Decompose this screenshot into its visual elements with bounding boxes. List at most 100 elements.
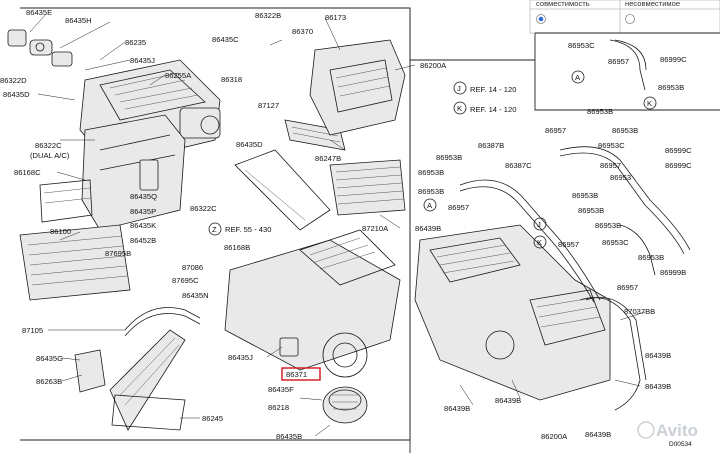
label-86953b-8: 86953B (612, 126, 638, 135)
part-labels: 86435E 86435H 86235 86435J 86255A 86322D… (0, 8, 692, 448)
label-86435k: 86435K (130, 221, 156, 230)
label-86435e: 86435E (26, 8, 52, 17)
heater-core (109, 329, 186, 431)
diagram-code: D00534 (669, 441, 692, 448)
label-86387c: 86387C (505, 161, 532, 170)
label-ref-14-120-a: REF. 14 - 120 (470, 85, 516, 94)
svg-text:A: A (575, 73, 581, 82)
leader-lines (29, 13, 646, 437)
label-86957-1: 86957 (545, 126, 566, 135)
label-87105: 87105 (22, 326, 43, 335)
svg-text:A: A (427, 201, 433, 210)
hvac-unit-right (414, 224, 611, 401)
label-86953c-1: 86953C (598, 141, 625, 150)
label-86435c: 86435C (212, 35, 239, 44)
label-86200a-bot: 86200A (541, 432, 568, 441)
watermark: Avito (637, 421, 698, 440)
label-86322d: 86322D (0, 76, 27, 85)
marker-j-1: J (533, 217, 547, 231)
label-86435f: 86435F (268, 385, 294, 394)
label-86435d-left: 86435D (3, 90, 30, 99)
label-86218: 86218 (268, 403, 289, 412)
label-87037bb: 87037BB (624, 307, 655, 316)
label-86957-2: 86957 (448, 203, 469, 212)
label-86322c: 86322C (35, 141, 62, 150)
label-86247b: 86247B (315, 154, 341, 163)
label-86953b-top2: 86953B (658, 83, 684, 92)
svg-text:K: K (647, 99, 652, 108)
label-86999b: 86999B (660, 268, 686, 277)
marker-a-1: A (423, 198, 437, 212)
highlight-86371[interactable]: 86371 (281, 367, 321, 381)
label-86435p: 86435P (130, 207, 156, 216)
bracket-86263b (74, 349, 106, 393)
label-86235: 86235 (125, 38, 146, 47)
compat-col-header: совместимость (536, 0, 590, 8)
blower-motor (322, 386, 368, 424)
label-86439b-c: 86439B (495, 396, 521, 405)
label-86435j-bot: 86435J (228, 353, 253, 362)
label-86370: 86370 (292, 27, 313, 36)
label-86263b: 86263B (36, 377, 62, 386)
label-86318: 86318 (221, 75, 242, 84)
label-86322c-2: 86322C (190, 204, 217, 213)
label-86387b: 86387B (478, 141, 504, 150)
left-assembly-frame (20, 7, 411, 453)
label-86168b: 86168B (224, 243, 250, 252)
label-87210a: 87210A (362, 224, 389, 233)
label-86435q: 86435Q (130, 192, 157, 201)
incompatible-radio[interactable] (625, 14, 635, 24)
incompat-col-header: несовместимое (625, 0, 680, 8)
evaporator-core (19, 224, 131, 301)
compatible-radio[interactable] (536, 14, 546, 24)
label-dual-ac: (DUAL A/C) (30, 151, 70, 160)
label-86439b-a: 86439B (415, 224, 441, 233)
coolant-pipes (459, 39, 691, 411)
svg-text:Z: Z (212, 225, 217, 234)
label-86435j-top: 86435J (130, 56, 155, 65)
label-86439b-b: 86439B (444, 404, 470, 413)
label-86452b: 86452B (130, 236, 156, 245)
right-pipe-frame (410, 32, 720, 111)
label-86957-top: 86957 (608, 57, 629, 66)
label-86953: 86953 (610, 173, 631, 182)
label-86435g: 86435G (36, 354, 63, 363)
label-86953b-5: 86953B (578, 206, 604, 215)
compatibility-panel: совместимость несовместимое (529, 0, 720, 34)
resistor-86371 (279, 337, 299, 357)
label-86953b-3: 86953B (418, 187, 444, 196)
blower-case (224, 229, 401, 378)
label-86435n: 86435N (182, 291, 209, 300)
label-86953c-2: 86953C (602, 238, 629, 247)
duct-87127 (234, 149, 331, 231)
label-86953c-top: 86953C (568, 41, 595, 50)
heater-case-lower (81, 114, 186, 231)
marker-a-2: A (571, 70, 585, 84)
marker-k-top: K (453, 101, 467, 115)
marker-j-top: J (453, 81, 467, 95)
label-86953b-top: 86953B (587, 107, 613, 116)
cabin-filter (329, 159, 406, 216)
svg-text:K: K (457, 104, 462, 113)
label-86435b: 86435B (276, 432, 302, 441)
label-87695c: 87695C (172, 276, 199, 285)
label-86173: 86173 (325, 13, 346, 22)
label-ref-14-120-b: REF. 14 - 120 (470, 105, 516, 114)
watermark-text: Avito (656, 421, 698, 440)
radio-selected-dot (538, 16, 544, 22)
label-86999c-2: 86999C (665, 161, 692, 170)
label-86435d-mid: 86435D (236, 140, 263, 149)
pipe-87105 (124, 307, 201, 337)
label-86957-4: 86957 (558, 240, 579, 249)
actuator-86435e (7, 29, 73, 67)
label-86435h: 86435H (65, 16, 92, 25)
label-86200a-top: 86200A (420, 61, 447, 70)
label-86999c-top: 86999C (660, 55, 687, 64)
svg-text:J: J (457, 84, 461, 93)
label-86957-3: 86957 (600, 161, 621, 170)
label-86953b-2: 86953B (418, 168, 444, 177)
marker-z: Z (208, 222, 222, 236)
label-86953b-1: 86953B (436, 153, 462, 162)
label-86322b: 86322B (255, 11, 281, 20)
label-86957-5: 86957 (617, 283, 638, 292)
